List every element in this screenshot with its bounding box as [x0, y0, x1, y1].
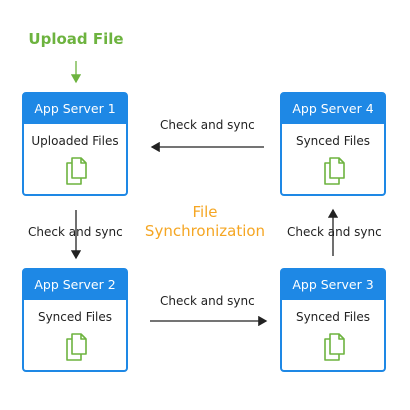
server-title: App Server 1	[24, 94, 126, 124]
server-content-label: Synced Files	[295, 310, 371, 324]
edge-label-bottom: Check and sync	[160, 294, 255, 308]
file-synchronization-label: File Synchronization	[135, 203, 275, 241]
app-server-4: App Server 4 Synced Files	[280, 92, 386, 196]
edge-label-right: Check and sync	[287, 225, 382, 239]
copy-files-icon	[66, 157, 87, 185]
copy-files-icon	[324, 333, 345, 361]
server-content-label: Uploaded Files	[31, 134, 119, 148]
app-server-2: App Server 2 Synced Files	[22, 268, 128, 372]
server-title: App Server 4	[282, 94, 384, 124]
copy-files-icon	[66, 333, 87, 361]
center-label-line2: Synchronization	[144, 222, 266, 240]
edge-label-top: Check and sync	[160, 118, 255, 132]
upload-file-label: Upload File	[28, 30, 124, 48]
server-content-label: Synced Files	[295, 134, 371, 148]
server-title: App Server 3	[282, 270, 384, 300]
edge-label-left: Check and sync	[28, 225, 123, 239]
app-server-3: App Server 3 Synced Files	[280, 268, 386, 372]
app-server-1: App Server 1 Uploaded Files	[22, 92, 128, 196]
center-label-line1: File	[192, 203, 218, 221]
copy-files-icon	[324, 157, 345, 185]
server-content-label: Synced Files	[37, 310, 113, 324]
server-title: App Server 2	[24, 270, 126, 300]
